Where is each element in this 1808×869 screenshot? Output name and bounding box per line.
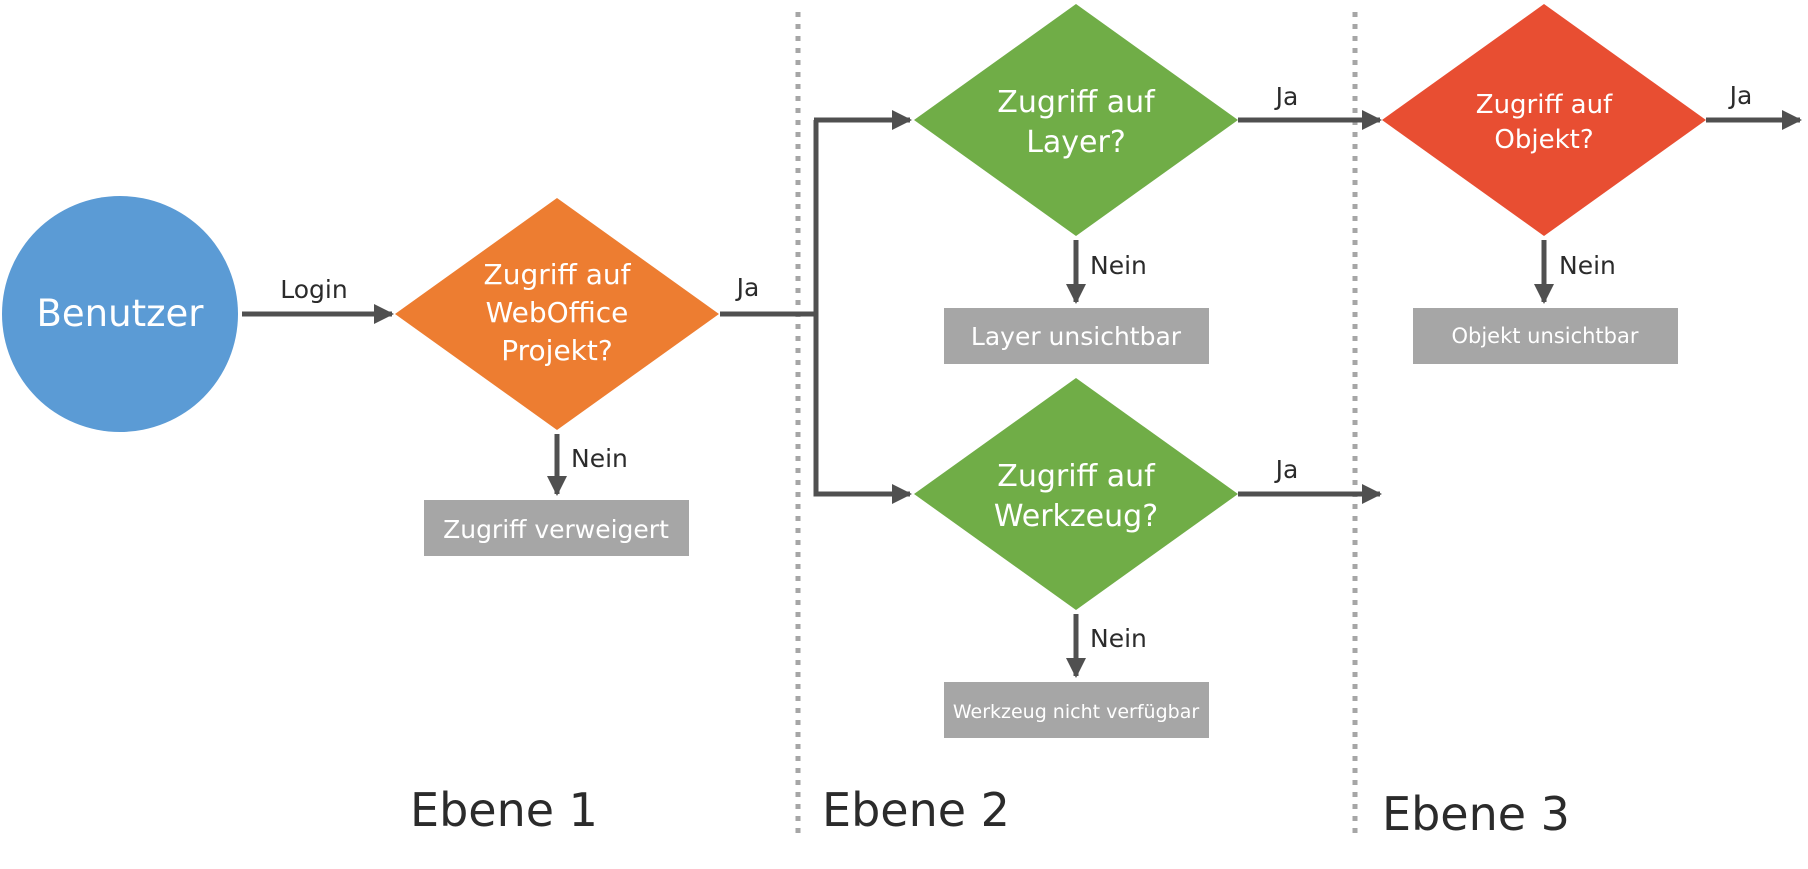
result-project-denied: Zugriff verweigert	[443, 515, 669, 544]
decision-object	[1382, 4, 1706, 236]
user-label: Benutzer	[37, 292, 205, 335]
decision-project-line2: WebOffice	[486, 296, 629, 329]
edge-label-login: Login	[280, 275, 347, 304]
result-project-denied-box	[424, 500, 689, 556]
decision-project-line3: Projekt?	[501, 334, 612, 367]
result-tool-unavailable: Werkzeug nicht verfügbar	[953, 701, 1200, 723]
project-yes-connector	[720, 120, 819, 317]
edge-label-object-yes: Ja	[1728, 81, 1753, 110]
edge-label-object-no: Nein	[1559, 251, 1616, 280]
project-yes-to-tool-arrow	[813, 314, 912, 504]
user-node	[2, 196, 238, 432]
result-object-hidden-box	[1413, 308, 1678, 364]
decision-layer	[914, 4, 1238, 236]
result-tool-unavailable-box	[944, 682, 1209, 738]
decision-tool-line2: Werkzeug?	[994, 499, 1158, 534]
decision-project	[395, 198, 719, 430]
result-layer-hidden-box	[944, 308, 1209, 364]
edge-label-layer-yes: Ja	[1274, 82, 1299, 111]
result-object-hidden: Objekt unsichtbar	[1451, 324, 1638, 348]
decision-tool	[914, 378, 1238, 610]
level-2-caption: Ebene 2	[822, 783, 1010, 837]
edge-label-project-no: Nein	[571, 444, 628, 473]
decision-tool-line1: Zugriff auf	[997, 459, 1156, 494]
decision-layer-line1: Zugriff auf	[997, 85, 1156, 120]
decision-project-line1: Zugriff auf	[484, 258, 632, 291]
level-3-caption: Ebene 3	[1382, 787, 1570, 841]
decision-object-line1: Zugriff auf	[1476, 90, 1613, 120]
edge-label-layer-no: Nein	[1090, 251, 1147, 280]
result-layer-hidden: Layer unsichtbar	[971, 322, 1182, 351]
edge-label-project-yes: Ja	[735, 273, 760, 302]
decision-layer-line2: Layer?	[1026, 125, 1126, 160]
edge-label-tool-yes: Ja	[1274, 455, 1299, 484]
level-1-caption: Ebene 1	[410, 783, 598, 837]
edge-label-tool-no: Nein	[1090, 624, 1147, 653]
decision-object-line2: Objekt?	[1494, 125, 1593, 155]
